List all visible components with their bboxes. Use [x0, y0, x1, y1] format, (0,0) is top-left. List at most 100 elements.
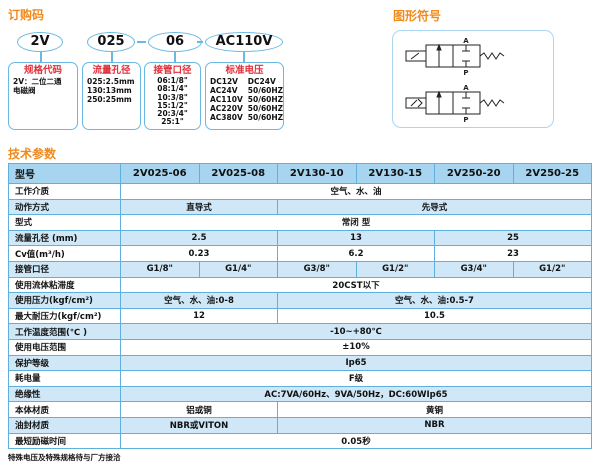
box-series: 规格代码 2V：二位二通 电磁阀	[8, 62, 78, 130]
box-heading: 流量孔径	[92, 65, 131, 76]
row-label: 动作方式	[8, 198, 121, 216]
header-label: 型号	[8, 163, 121, 184]
box-heading: 接管口径	[153, 65, 192, 76]
box-port: 接管口径 06:1/8" 08:1/4" 10:3/8" 15:1/2" 20:…	[144, 62, 201, 130]
table-row: 使用电压范围±10%	[8, 338, 592, 356]
header-model: 2V025-08	[198, 163, 278, 184]
header-model: 2V025-06	[120, 163, 200, 184]
box-heading: 规格代码	[23, 65, 62, 76]
row-label: 本体材质	[8, 401, 121, 418]
box-heading: 标准电压	[225, 65, 264, 76]
header-model: 2V250-20	[434, 163, 514, 184]
row-value: G3/8"	[277, 260, 357, 278]
frequency: 50/60HZ	[247, 113, 284, 122]
frequency: 50/60HZ	[247, 104, 284, 113]
row-label: 保护等级	[8, 354, 121, 372]
connector	[40, 52, 42, 62]
valve-symbol-1	[405, 43, 505, 68]
row-label: 油封材质	[8, 416, 121, 434]
row-value: G1/4"	[198, 260, 278, 278]
row-value: 23	[434, 245, 592, 262]
box-line: 06:1/8"	[157, 76, 188, 85]
row-label: 最大耐压力(kgf/cm²)	[8, 307, 121, 325]
table-row: 型式常闭 型	[8, 214, 592, 231]
row-value: 0.05秒	[120, 432, 592, 450]
dash	[197, 41, 203, 43]
row-label: 使用电压范围	[8, 338, 121, 356]
row-value: 6.2	[277, 245, 435, 262]
voltage: DC24V	[247, 77, 276, 86]
port-a-label: A	[463, 84, 469, 92]
row-value: 直导式	[120, 198, 278, 216]
connector	[111, 52, 113, 62]
footnote: 特殊电压及特殊规格待与厂方接洽	[8, 453, 121, 462]
row-value: 10.5	[277, 307, 592, 325]
valve-symbol-diagram: A P A P	[405, 37, 505, 124]
box-line: 130:13mm	[87, 86, 132, 95]
row-value: 25	[434, 229, 592, 247]
voltage: AC380V	[210, 113, 243, 122]
row-label: 型式	[8, 214, 121, 231]
row-label: 接管口径	[8, 260, 121, 278]
row-value: 铝或铜	[120, 401, 278, 418]
table-row: 本体材质铝或铜黄铜	[8, 401, 592, 418]
row-value: AC:7VA/60Hz、9VA/50Hz，DC:60WIp65	[120, 385, 592, 403]
box-line: 10:3/8"	[157, 92, 188, 102]
voltage: AC220V	[210, 104, 243, 113]
code-voltage: AC110V	[205, 32, 283, 52]
row-value: 空气、水、油:0.5-7	[277, 292, 592, 309]
table-row: 工作介质空气、水、油	[8, 183, 592, 200]
code-series: 2V	[17, 32, 63, 52]
row-value: 0.23	[120, 245, 278, 262]
valve-symbol-box: A P A P	[392, 30, 554, 128]
order-code-title: 订购码	[8, 8, 45, 22]
port-p-label: P	[463, 69, 468, 77]
row-value: Ip65	[120, 354, 592, 372]
code-port: 06	[148, 32, 202, 52]
connector	[243, 52, 245, 62]
box-line: 250:25mm	[87, 95, 132, 104]
row-value: NBR或VITON	[120, 416, 278, 434]
table-row: 工作温度范围(℃ )-10~+80℃	[8, 323, 592, 340]
dash	[137, 41, 146, 43]
row-value: 2.5	[120, 229, 278, 247]
row-value: 空气、水、油:0-8	[120, 292, 278, 309]
table-row: 动作方式直导式先导式	[8, 198, 592, 216]
box-orifice: 流量孔径 025:2.5mm 130:13mm 250:25mm	[82, 62, 141, 130]
row-value: 黄铜	[277, 401, 592, 418]
box-line: 2V：二位二通	[13, 77, 62, 86]
box-line: 25:1"	[161, 117, 184, 127]
row-value: 空气、水、油	[120, 183, 592, 200]
row-value: 常闭 型	[120, 214, 592, 231]
row-label: 使用压力(kgf/cm²)	[8, 292, 121, 309]
frequency: 50/60HZ	[247, 95, 284, 104]
row-value: G3/4"	[434, 260, 514, 278]
row-label: 流量孔径 (mm)	[8, 229, 121, 247]
header-model: 2V250-25	[512, 163, 592, 184]
box-line: 20:3/4"	[157, 109, 188, 119]
row-value: 13	[277, 229, 435, 247]
row-value: G1/2"	[512, 260, 592, 278]
row-value: ±10%	[120, 338, 592, 356]
row-value: NBR	[277, 416, 592, 434]
box-line: 025:2.5mm	[87, 77, 135, 86]
port-p-label: P	[463, 116, 468, 124]
code-orifice: 025	[87, 32, 135, 52]
specs-title: 技术参数	[8, 147, 57, 161]
box-line: 15:1/2"	[157, 100, 188, 110]
header-model: 2V130-15	[355, 163, 435, 184]
row-value: 12	[120, 307, 278, 325]
